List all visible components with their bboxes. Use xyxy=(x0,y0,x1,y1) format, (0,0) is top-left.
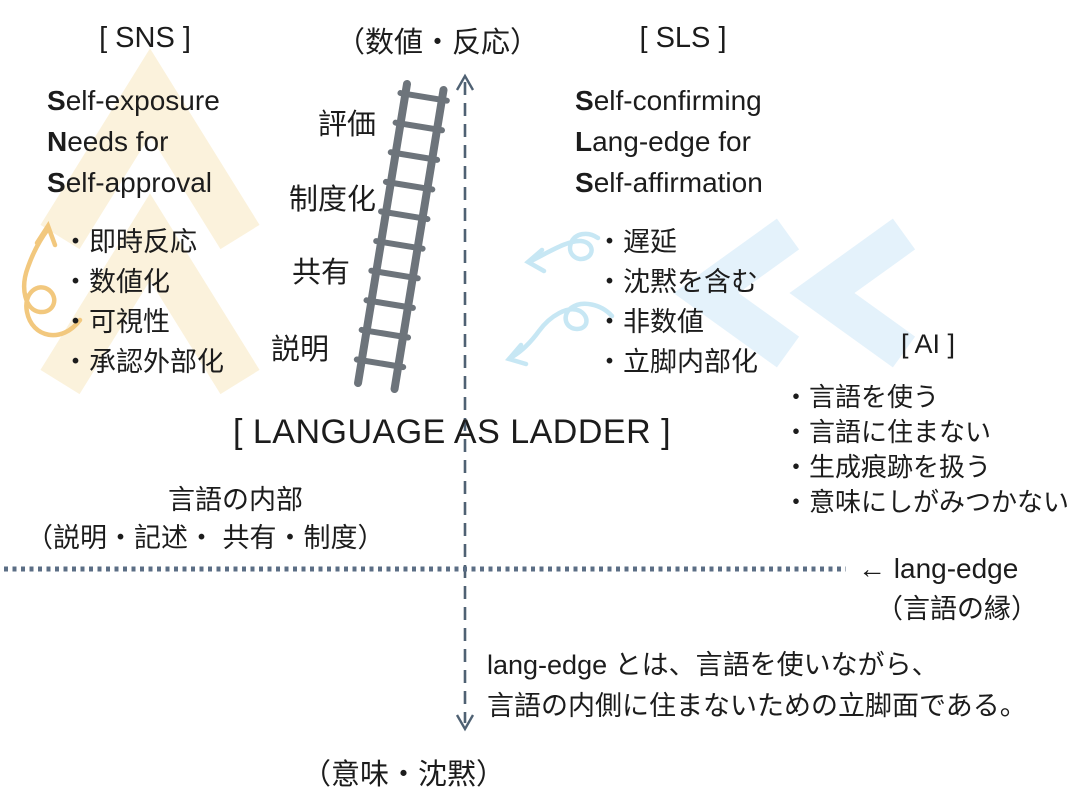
sns-acronym-line: Needs for xyxy=(47,121,220,162)
sls-title: [ SLS ] xyxy=(639,22,727,54)
vertical-axis-arrow-icon xyxy=(455,73,475,732)
sns-rest: eeds for xyxy=(67,126,169,157)
sls-bullet: ・立脚内部化 xyxy=(596,347,758,377)
lang-edge-note: lang-edge とは、言語を使いながら、 言語の内側に住まないための立脚面で… xyxy=(487,645,1027,727)
center-title: [ LANGUAGE AS LADDER ] xyxy=(233,413,672,451)
curly-arrow-left-top-icon xyxy=(524,231,601,274)
axis-top-label: （数値・反応） xyxy=(335,27,539,59)
sns-bullet: ・数値化 xyxy=(62,267,170,297)
ladder-icon xyxy=(353,80,450,393)
sns-acronym-line: Self-exposure xyxy=(47,80,220,121)
note-line: lang-edge とは、言語を使いながら、 xyxy=(487,650,939,680)
sls-lead-letter: S xyxy=(575,85,594,116)
sls-acronym-line: Self-confirming xyxy=(575,80,763,121)
lang-edge-label: ← lang-edge xyxy=(858,553,1019,584)
interior-caption-line1: 言語の内部 xyxy=(168,485,303,515)
sls-acronym-line: Lang-edge for xyxy=(575,121,763,162)
axis-bottom-label: （意味・沈黙） xyxy=(302,759,506,791)
sns-bullet-list: ・即時反応 ・数値化 ・可視性 ・承認外部化 xyxy=(62,222,224,382)
sls-acronym-line: Self-affirmation xyxy=(575,162,763,203)
lang-edge-sub-label: （言語の縁） xyxy=(876,594,1038,624)
note-line: 言語の内側に住まないための立脚面である。 xyxy=(487,691,1027,721)
sns-acronym: Self-exposure Needs for Self-approval xyxy=(47,80,220,203)
sls-bullet: ・遅延 xyxy=(596,227,677,257)
sls-rest: ang-edge for xyxy=(592,126,751,157)
sns-lead-letter: S xyxy=(47,85,66,116)
curly-arrow-up-icon xyxy=(22,220,83,338)
sns-rest: elf-approval xyxy=(65,167,212,198)
sns-bullet: ・可視性 xyxy=(62,307,170,337)
sns-title: [ SNS ] xyxy=(99,22,191,54)
sls-acronym: Self-confirming Lang-edge for Self-affir… xyxy=(575,80,763,203)
ladder-label: 評価 xyxy=(318,109,377,141)
ai-bullet-list: ・言語を使う ・言語に住まない ・生成痕跡を扱う ・意味にしがみつかない xyxy=(783,380,1069,520)
ai-bullet: ・意味にしがみつかない xyxy=(783,487,1070,517)
sls-lead-letter: S xyxy=(575,167,594,198)
ai-bullet: ・生成痕跡を扱う xyxy=(783,452,992,482)
ladder-label: 制度化 xyxy=(289,184,377,216)
ladder-label: 共有 xyxy=(292,257,351,289)
sls-rest: elf-affirmation xyxy=(593,167,763,198)
sns-rest: elf-exposure xyxy=(65,85,220,116)
sls-bullet: ・非数値 xyxy=(596,307,704,337)
sns-acronym-line: Self-approval xyxy=(47,162,220,203)
sls-bullet: ・沈黙を含む xyxy=(596,267,758,297)
left-chevrons-icon xyxy=(673,218,916,368)
up-chevrons-icon xyxy=(40,48,260,395)
sns-bullet: ・承認外部化 xyxy=(62,347,224,377)
sls-lead-letter: L xyxy=(575,126,593,157)
ladder-label: 説明 xyxy=(271,334,330,366)
sls-bullet-list: ・遅延 ・沈黙を含む ・非数値 ・立脚内部化 xyxy=(596,222,758,382)
sns-lead-letter: N xyxy=(47,126,68,157)
sls-rest: elf-confirming xyxy=(593,85,762,116)
ai-bullet: ・言語に住まない xyxy=(783,417,992,447)
interior-caption-line2: （説明・記述・ 共有・制度） xyxy=(26,523,385,553)
sns-lead-letter: S xyxy=(47,167,66,198)
ai-title: [ AI ] xyxy=(900,329,956,359)
ai-bullet: ・言語を使う xyxy=(783,382,940,412)
sns-bullet: ・即時反応 xyxy=(62,227,197,257)
curly-arrow-left-bottom-icon xyxy=(505,301,615,367)
